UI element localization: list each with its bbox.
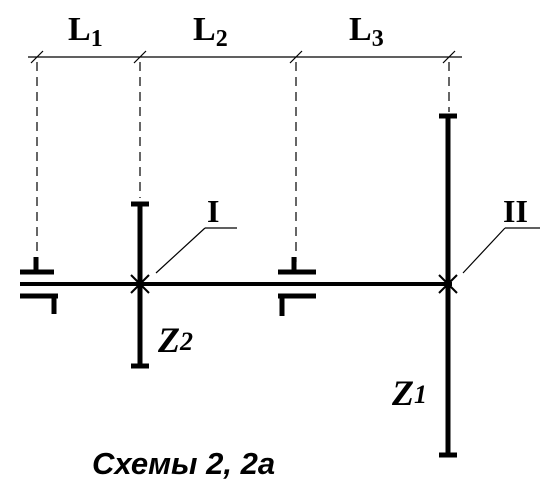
gear-z2-symbol	[130, 201, 150, 369]
tick-2	[133, 50, 147, 64]
gear-label-z1: Z1	[391, 373, 427, 413]
section-label-i: I	[207, 193, 219, 229]
right-bearing-symbol	[278, 257, 316, 316]
dimension-line	[28, 50, 462, 64]
tick-3	[289, 50, 303, 64]
dimension-label-l2: L2	[193, 11, 228, 52]
gear-z1-symbol	[438, 113, 458, 458]
extension-lines	[36, 62, 450, 262]
section-label-ii: II	[503, 193, 528, 229]
gear-label-z2: Z2	[157, 320, 193, 360]
tick-4	[442, 50, 456, 64]
section-i-leader	[155, 227, 237, 274]
dimension-label-l3: L3	[349, 11, 384, 52]
tick-1	[30, 50, 44, 64]
scheme-caption: Схемы 2, 2а	[92, 446, 275, 481]
section-ii-leader	[462, 227, 540, 274]
left-bearing-symbol	[20, 257, 58, 314]
dimension-label-l1: L1	[68, 11, 103, 52]
